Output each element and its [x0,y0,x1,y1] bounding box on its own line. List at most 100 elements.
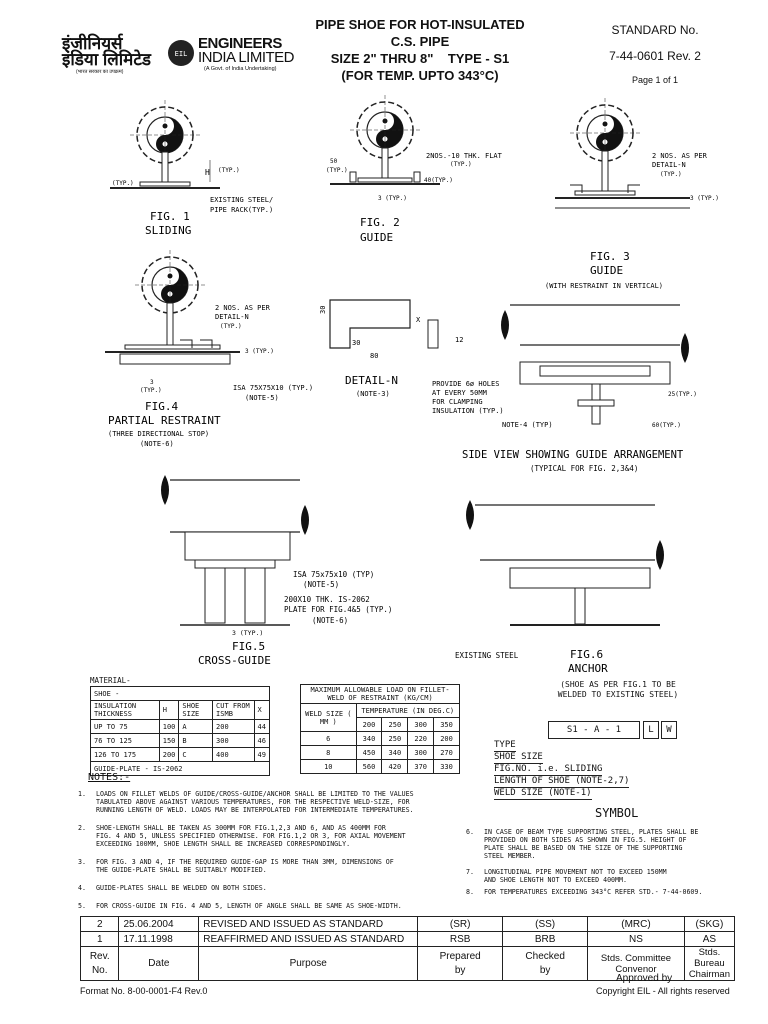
page-title: PIPE SHOE FOR HOT-INSULATED C.S. PIPE SI… [290,16,550,84]
fig1-subtitle: SLIDING [145,224,191,237]
title-line-4: (FOR TEMP. UPTO 343°C) [341,68,499,83]
fig5-plate2: PLATE FOR FIG.4&5 (TYP.) [284,605,392,614]
fig2-d40: 40(TYP.) [424,177,453,184]
note-line: LONGITUDINAL PIPE MOVEMENT NOT TO EXCEED… [484,868,667,876]
load-col2: TEMPERATURE (IN DEG.C) [355,703,461,718]
fig2-d3: 3 (TYP.) [378,195,407,202]
mat-header: X [253,700,271,720]
convenor-label2: Convenor [615,963,657,975]
cell: B [178,733,214,748]
fig4-note2: DETAIL-N [215,313,249,321]
cell: 150 [158,733,180,748]
notes-left: 1. LOADS ON FILLET WELDS OF GUIDE/CROSS-… [78,790,478,910]
note-line: PROVIDED ON BOTH SIDES AS SHOWN IN FIG.5… [484,836,687,844]
material-table: SHOE - INSULATION THICKNESS H SHOE SIZE … [90,686,271,776]
fig4-sub3: (NOTE-6) [140,440,174,448]
format-number: Format No. 8-00-0001-F4 Rev.0 [80,986,208,996]
fig4-sub2: (THREE DIRECTIONAL STOP) [108,430,209,438]
side-view-note4-ref: NOTE-4 (TYP) [502,421,553,429]
cell: 49 [253,747,271,762]
fig5-isa-note: (NOTE-5) [303,580,339,589]
cell: 44 [253,719,271,734]
material-shoe: SHOE - [90,686,270,701]
svg-text:EIL: EIL [175,50,188,58]
rev-number: 2 [79,916,120,932]
detail-n-d30b: 30 [352,339,360,347]
side-view-drawing [501,304,689,425]
note-8-num: 8. [466,888,474,896]
fig5-d3: 3 (TYP.) [232,629,263,637]
cell: 330 [433,759,460,774]
date-header: Date [118,946,200,981]
note-3-num: 3. [78,858,86,866]
fig4-typ: (TYP.) [140,387,162,394]
symbol-box-w: W [661,721,677,739]
fig1-drawing [110,99,220,189]
rev-number: 1 [79,931,120,947]
notes-title: NOTES:- [88,772,131,783]
cell: 400 [212,747,255,762]
prepared-label: Prepared [439,950,481,962]
note-2-num: 2. [78,824,86,832]
convenor-label1: Stds. Committee [600,952,672,964]
note-8: FOR TEMPERATURES EXCEEDING 343°C REFER S… [484,888,703,896]
note-line: THE GUIDE-PLATE SHALL BE SUITABLY MODIFI… [96,866,267,874]
copyright: Copyright EIL - All rights reserved [596,986,730,996]
rev-date: 17.11.1998 [118,931,200,947]
fig3-subtitle: GUIDE [590,264,623,277]
cell: 6 [300,731,357,746]
note-line: STEEL MEMBER. [484,852,536,860]
side-view-title: SIDE VIEW SHOWING GUIDE ARRANGEMENT [462,449,684,461]
rev-header-no: No. [91,964,108,976]
fig6-notes: (SHOE AS PER FIG.1 TO BE WELDED TO EXIST… [518,680,718,700]
detail-n-title: DETAIL-N [345,374,398,387]
standard-label: STANDARD No. [611,23,699,37]
note-line: SHOE-LENGTH SHALL BE TAKEN AS 300MM FOR … [96,824,386,832]
cell: 450 [355,745,383,760]
fig2-typ: (TYP.) [450,161,472,168]
material-guide-plate: GUIDE-PLATE - IS-2062 [90,761,270,776]
fig4-subtitle: PARTIAL RESTRAINT [108,414,221,427]
fig3-title: FIG. 3 [590,250,630,263]
fig1-h: H [205,168,210,177]
approved-by: Approved by [616,973,673,984]
note-7-num: 7. [466,868,474,876]
rev-checked: BRB [502,931,589,947]
symbol-box-code: S1 - A - 1 [548,721,640,739]
rev-header-label: Rev. [89,950,110,962]
fig3-sub2: (WITH RESTRAINT IN VERTICAL) [545,282,663,290]
cell: 300 [407,745,435,760]
detail-n-d80: 80 [370,352,378,360]
rev-prepared-signature: (SR) [417,916,504,932]
cell: UP TO 75 [90,719,160,734]
fig4-note3: (TYP.) [220,323,242,330]
note-line: LOADS ON FILLET WELDS OF GUIDE/CROSS-GUI… [96,790,414,798]
cell: 200 [433,731,460,746]
note-line: FOR FIG. 3 AND 4, IF THE REQUIRED GUIDE-… [96,858,394,866]
drawing-sheet: (TYP.) H (TYP.) EXISTING STEEL/ PIPE RAC… [105,94,719,675]
fig3-drawing [555,97,690,209]
detail-n-note: (NOTE-3) [356,390,390,398]
mat-header: H [158,700,180,720]
fig4-d3: 3 (TYP.) [245,348,274,355]
rev-checked-signature: (SS) [502,916,589,932]
fig4-title: FIG.4 [145,400,178,413]
note-4-num: 4. [78,884,86,892]
fig5-plate1: 200X10 THK. IS-2062 [284,595,370,604]
fig6-sub3: WELDED TO EXISTING STEEL) [557,690,679,699]
cell: 8 [300,745,357,760]
note-6-num: 6. [466,828,474,836]
detail-n-d12: 12 [455,336,463,344]
temp-header: 300 [407,717,435,732]
cell: 200 [158,747,180,762]
side-view-d60: 60(TYP.) [652,422,681,429]
logo-hindi-sub: (भारत सरकार का उपक्रम) [76,69,124,75]
title-line-1: PIPE SHOE FOR HOT-INSULATED [315,17,525,32]
fig4-note1: 2 NOS. AS PER [215,304,271,312]
rev-purpose: REVISED AND ISSUED AS STANDARD [198,916,419,932]
fig3-note1: 2 NOS. AS PER [652,152,708,160]
table-row: 1 17.11.1998 REAFFIRMED AND ISSUED AS ST… [79,931,736,947]
cell: 46 [253,733,271,748]
